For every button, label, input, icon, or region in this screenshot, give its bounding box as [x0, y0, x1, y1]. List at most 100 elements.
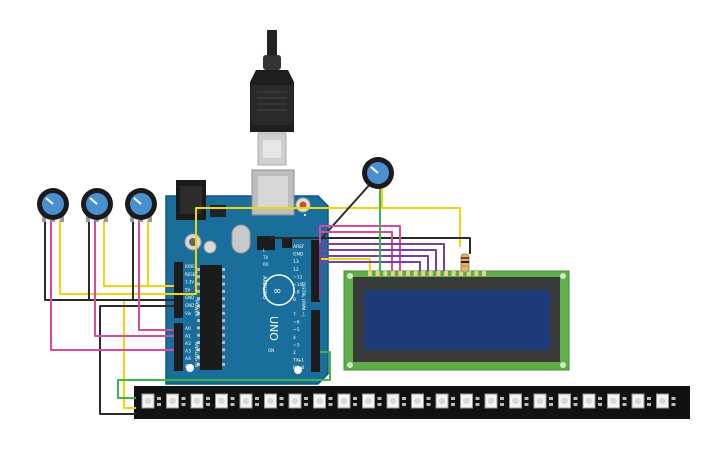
digital-pin-label: ~10 — [293, 282, 303, 288]
power-pin-label: RESET — [185, 272, 198, 277]
lcd-pin[interactable] — [459, 271, 464, 276]
lcd-16x2[interactable] — [343, 270, 570, 371]
neopixel-led[interactable] — [460, 393, 480, 409]
neopixel-led[interactable] — [656, 393, 676, 409]
potentiometer-3[interactable] — [125, 188, 157, 222]
arduino-brand: ARDUINO — [261, 276, 267, 300]
digital-pin-label: ~9 — [293, 290, 300, 296]
wire-magenta-a1[interactable] — [94, 220, 174, 337]
neopixel-led[interactable] — [190, 393, 210, 409]
arduino-model: UNO — [267, 316, 280, 341]
usb-cable[interactable] — [250, 30, 294, 166]
lcd-pin[interactable] — [398, 271, 403, 276]
digital-pin-label: 13 — [293, 259, 299, 265]
potentiometer-1[interactable] — [37, 188, 69, 222]
lcd-pin[interactable] — [413, 271, 418, 276]
lcd-pin[interactable] — [406, 271, 410, 276]
neopixel-led[interactable] — [386, 393, 406, 409]
led-label: TX — [262, 255, 268, 260]
digital-pin-label: AREF — [293, 244, 305, 250]
analog-header-label: ANALOG IN — [193, 342, 199, 367]
lcd-pin[interactable] — [390, 271, 395, 276]
digital-pin-label: 8 — [293, 297, 296, 303]
digital-pin-label: 4 — [293, 335, 296, 341]
neopixel-led[interactable] — [607, 393, 627, 409]
lcd-pin[interactable] — [375, 271, 380, 276]
power-pin-label: 3.3V — [185, 280, 194, 285]
analog-pin-label: A4 — [185, 356, 191, 362]
svg-text:∞: ∞ — [273, 286, 281, 297]
lcd-pin[interactable] — [451, 271, 456, 276]
digital-pin-label: ~3 — [293, 342, 300, 348]
neopixel-led[interactable] — [582, 393, 602, 409]
arduino-uno-board[interactable]: ∞ — [165, 169, 329, 385]
lcd-pin[interactable] — [474, 271, 479, 276]
analog-pin-label: A1 — [185, 334, 191, 340]
neopixel-led[interactable] — [141, 393, 161, 409]
wire-green-strip[interactable] — [117, 351, 331, 399]
digital-pin-label: ~11 — [293, 274, 303, 280]
analog-pin-label: A3 — [185, 349, 191, 355]
lcd-pin[interactable] — [421, 271, 426, 276]
on-label: ON — [268, 348, 274, 353]
digital-pin-label: ~5 — [293, 327, 300, 333]
lcd-pin[interactable] — [368, 271, 372, 276]
neopixel-led[interactable] — [215, 393, 235, 409]
neopixel-led[interactable] — [239, 393, 259, 409]
lcd-pin[interactable] — [436, 271, 441, 276]
digital-pin-label: 7 — [293, 312, 296, 318]
lcd-pin[interactable] — [383, 271, 388, 276]
neopixel-led[interactable] — [166, 393, 186, 409]
neopixel-led[interactable] — [264, 393, 284, 409]
wire-black-strip[interactable] — [99, 305, 174, 415]
lcd-pin[interactable] — [428, 271, 433, 276]
power-pin-label: GND — [185, 295, 194, 300]
wire-magenta-a2[interactable] — [138, 220, 174, 331]
analog-pin-label: A5 — [185, 364, 191, 370]
neopixel-led[interactable] — [631, 393, 651, 409]
digital-pin-label: RX◂0 — [293, 365, 304, 371]
neopixel-led[interactable] — [509, 393, 529, 409]
wire-black-pot4[interactable] — [319, 181, 373, 241]
lcd-pin[interactable] — [482, 271, 486, 276]
potentiometer-4[interactable] — [362, 157, 394, 189]
wire-magenta-a0[interactable] — [50, 220, 174, 351]
potentiometer-2[interactable] — [81, 188, 113, 222]
digital-pin-label: ~6 — [293, 320, 300, 326]
analog-pin-label: A0 — [185, 326, 191, 332]
led-label: RX — [263, 262, 269, 267]
wire-yellow-lcd2[interactable] — [320, 258, 371, 271]
wire-purple-lcd4[interactable] — [319, 261, 421, 300]
analog-pin-label: A2 — [185, 341, 191, 347]
digital-pin-label: 2 — [293, 350, 296, 356]
digital-pin-label: GND — [293, 252, 304, 258]
wire-black-gnd1[interactable] — [44, 220, 174, 301]
digital-header-label: DIGITAL (PWM ~) — [301, 282, 306, 317]
power-pin-label: IOREF — [185, 264, 198, 269]
led-label: L — [263, 248, 266, 253]
neopixel-led[interactable] — [411, 393, 431, 409]
digital-pin-label: TX▸1 — [292, 358, 304, 364]
neopixel-led[interactable] — [313, 393, 333, 409]
neopixel-led[interactable] — [435, 393, 455, 409]
power-pin-label: GND — [185, 303, 194, 308]
neopixel-led[interactable] — [337, 393, 357, 409]
wire-yellow-pot2[interactable] — [103, 220, 174, 287]
neopixel-strip[interactable] — [134, 386, 690, 419]
neopixel-led[interactable] — [558, 393, 578, 409]
lcd-pin[interactable] — [466, 271, 471, 276]
resistor[interactable] — [460, 253, 470, 273]
power-pin-label: 5V — [185, 287, 191, 292]
wire-black-lcd[interactable] — [270, 237, 471, 254]
power-pin-label: Vin — [185, 311, 192, 316]
lcd-pin[interactable] — [444, 271, 448, 276]
neopixel-led[interactable] — [533, 393, 553, 409]
wire-yellow-pot1[interactable] — [59, 207, 461, 295]
neopixel-led[interactable] — [484, 393, 504, 409]
neopixel-led[interactable] — [362, 393, 382, 409]
digital-pin-label: 12 — [293, 267, 299, 273]
neopixel-led[interactable] — [288, 393, 308, 409]
